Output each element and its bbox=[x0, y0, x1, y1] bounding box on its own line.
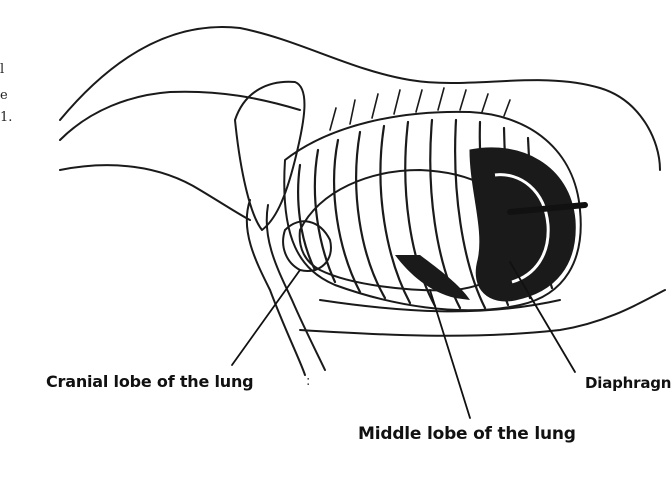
label-cranial-lobe: Cranial lobe of the lung bbox=[46, 372, 253, 391]
throat-line bbox=[60, 165, 250, 220]
label-middle-lobe: Middle lobe of the lung bbox=[358, 424, 576, 444]
rib bbox=[315, 150, 335, 282]
margin-fragment: 1. bbox=[0, 108, 12, 128]
ventral-outline bbox=[300, 290, 665, 336]
separator: : bbox=[306, 374, 310, 389]
neck-outline bbox=[60, 27, 660, 170]
leader-cranial bbox=[232, 270, 300, 365]
vertebrae bbox=[330, 88, 510, 130]
scapula bbox=[235, 82, 304, 230]
forelimb-inner bbox=[267, 205, 325, 370]
margin-fragment: l bbox=[0, 60, 4, 80]
label-diaphragm: Diaphragn bbox=[585, 374, 671, 392]
margin-fragment: e bbox=[0, 86, 8, 106]
cranial-lobe bbox=[283, 221, 331, 271]
back-outline bbox=[60, 92, 300, 140]
forelimb bbox=[247, 200, 305, 375]
